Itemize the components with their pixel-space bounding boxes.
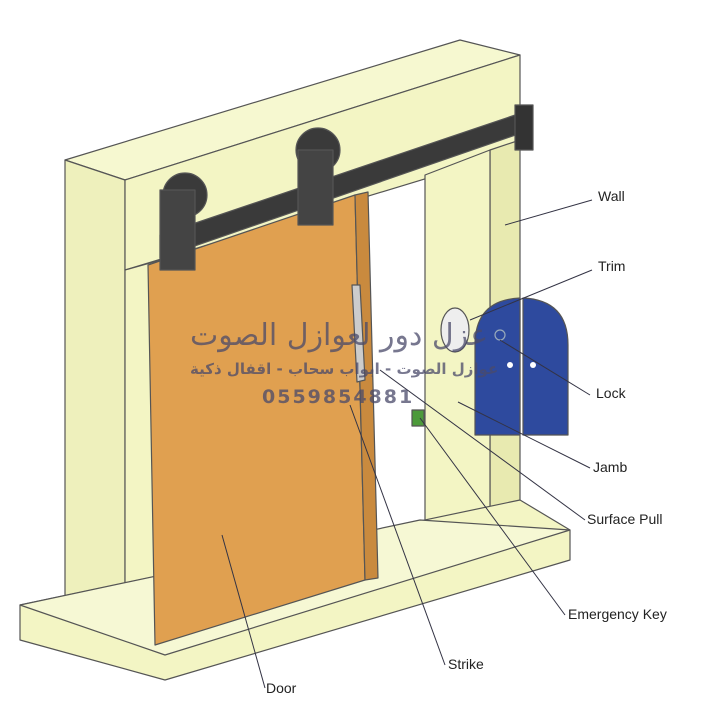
surface-pull-handle (351, 284, 366, 383)
trim-plate (440, 307, 470, 353)
strap-left (159, 189, 196, 271)
label-jamb: Jamb (593, 459, 628, 475)
emergency-key (411, 409, 425, 427)
strap-right (297, 149, 334, 226)
label-door: Door (266, 680, 297, 696)
label-emergency-key: Emergency Key (568, 606, 667, 622)
lock-plate-right (522, 297, 569, 436)
watermark-title: عزل دور لعوازل الصوت (190, 318, 489, 353)
label-wall: Wall (598, 188, 625, 204)
label-surface-pull: Surface Pull (587, 511, 663, 527)
label-lock: Lock (596, 385, 626, 401)
rail-stop (514, 104, 534, 151)
watermark-subtitle: عوازل الصوت - ابواب سحاب - اقفال ذكية (190, 360, 499, 378)
watermark-phone: 0559854881 (262, 386, 415, 408)
label-strike: Strike (448, 656, 484, 672)
label-trim: Trim (598, 258, 626, 274)
wall-front-left (64, 159, 126, 641)
leader-lines (221, 199, 593, 689)
lock-plate-left (474, 297, 521, 436)
